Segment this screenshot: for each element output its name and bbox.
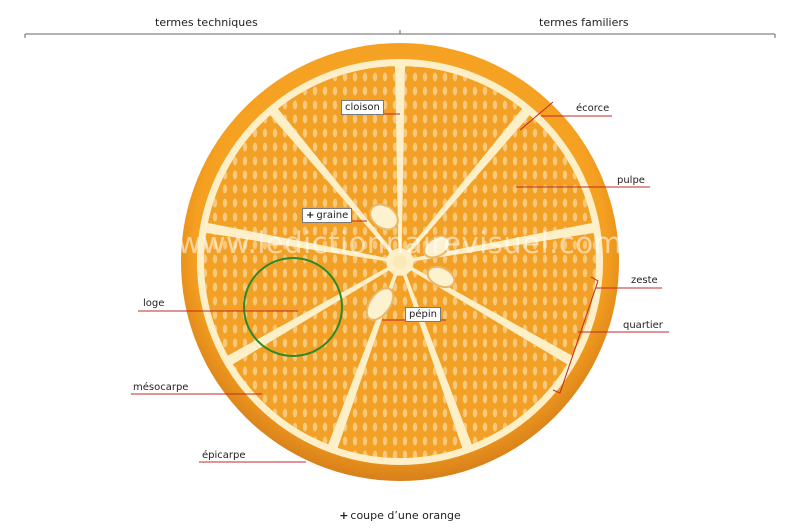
caption-text: coupe d’une orange xyxy=(350,509,461,522)
seed xyxy=(423,235,451,259)
seed xyxy=(365,287,395,321)
label-quartier[interactable]: quartier xyxy=(623,320,663,331)
caption[interactable]: +coupe d’une orange xyxy=(0,509,800,522)
segment-vesicles xyxy=(337,275,463,458)
segment-vesicles xyxy=(412,232,596,356)
plus-icon: + xyxy=(306,210,315,221)
seed xyxy=(426,265,456,289)
label-loge[interactable]: loge xyxy=(143,298,165,309)
segment-vesicles xyxy=(410,115,593,258)
label-graine-text: graine xyxy=(316,210,349,221)
segment-vesicles xyxy=(406,270,568,445)
label-pulpe[interactable]: pulpe xyxy=(617,175,645,186)
leader-ecorce-diagonal xyxy=(519,101,554,131)
segment-vesicles xyxy=(401,66,523,251)
label-ecorce[interactable]: écorce xyxy=(576,103,610,114)
locule-highlight-circle xyxy=(243,257,343,357)
header-technical-terms: termes techniques xyxy=(155,16,258,29)
seed xyxy=(369,203,399,231)
label-graine[interactable]: +graine xyxy=(302,208,353,223)
label-zeste[interactable]: zeste xyxy=(631,275,658,286)
label-cloison[interactable]: cloison xyxy=(341,100,384,115)
plus-icon: + xyxy=(339,509,349,522)
zeste-bracket xyxy=(552,276,599,394)
header-brace xyxy=(24,30,776,38)
label-epicarpe[interactable]: épicarpe xyxy=(202,450,246,461)
label-pepin[interactable]: pépin xyxy=(405,307,441,322)
seeds-group xyxy=(365,203,456,321)
segment-vesicles xyxy=(232,270,394,445)
header-familiar-terms: termes familiers xyxy=(539,16,629,29)
segment-vesicles xyxy=(203,232,388,356)
core xyxy=(393,255,407,269)
label-mesocarpe[interactable]: mésocarpe xyxy=(133,382,189,393)
